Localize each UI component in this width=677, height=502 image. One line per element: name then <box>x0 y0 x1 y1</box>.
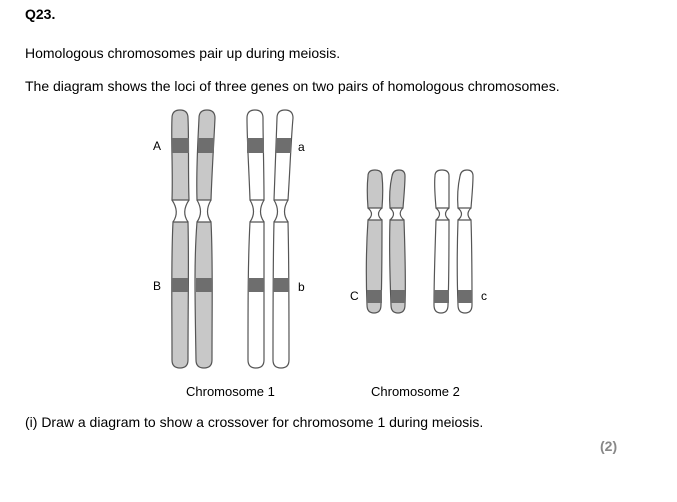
band-A-1 <box>172 138 189 153</box>
centromere-1-right <box>249 199 289 223</box>
chromatid-1a-lower <box>171 221 190 369</box>
chromatid-1c-lower <box>247 221 265 369</box>
chromatid-1d-upper <box>273 109 294 201</box>
label-c: c <box>481 289 487 303</box>
centromere-1-left <box>171 199 212 223</box>
chromatid-1c-upper <box>246 109 265 201</box>
chromatid-2b-lower <box>388 219 407 314</box>
label-b: b <box>298 280 305 294</box>
centromere-2-left <box>367 207 405 221</box>
chromatid-2c-lower <box>433 219 450 314</box>
label-A: A <box>153 139 161 153</box>
chromatid-1b-upper <box>196 109 216 201</box>
band-C-1 <box>367 290 382 303</box>
intro-text: Homologous chromosomes pair up during me… <box>25 45 341 61</box>
chromatid-2d-lower <box>456 219 473 314</box>
label-B: B <box>153 279 161 293</box>
band-a-2 <box>276 138 291 153</box>
band-B-1 <box>172 278 188 292</box>
part-i-text: (i) Draw a diagram to show a crossover f… <box>25 414 484 430</box>
band-c-2 <box>458 290 472 303</box>
chromatid-2b-upper <box>389 169 406 209</box>
band-b-2 <box>273 278 289 292</box>
label-C: C <box>350 289 359 303</box>
label-a: a <box>298 140 305 154</box>
chromatid-1d-lower <box>272 221 290 369</box>
caption-chromosome-1: Chromosome 1 <box>186 384 275 399</box>
chromatid-2a-lower <box>365 219 383 314</box>
centromere-2-right <box>435 207 472 221</box>
band-A-2 <box>198 138 214 153</box>
band-b-1 <box>248 278 264 292</box>
chromatid-2d-upper <box>457 169 474 209</box>
chromatid-2c-upper <box>433 169 450 209</box>
question-number: Q23. <box>25 6 56 22</box>
band-B-2 <box>196 278 212 292</box>
chromosome-diagram: A a B b C c Chromosome 1 Chromosome 2 <box>153 109 487 399</box>
chromatid-1b-lower <box>194 221 213 369</box>
band-C-2 <box>391 290 405 303</box>
chromatid-1a-upper <box>171 109 190 201</box>
chromatid-2a-upper <box>366 169 384 209</box>
marks-label: (2) <box>600 438 618 454</box>
band-a-1 <box>247 138 264 153</box>
caption-chromosome-2: Chromosome 2 <box>371 384 460 399</box>
diagram-description: The diagram shows the loci of three gene… <box>25 78 560 94</box>
band-c-1 <box>434 290 449 303</box>
